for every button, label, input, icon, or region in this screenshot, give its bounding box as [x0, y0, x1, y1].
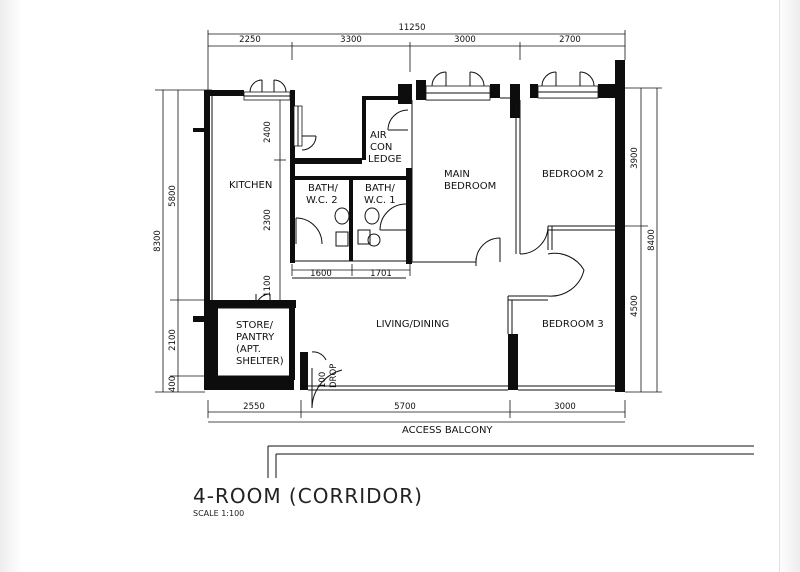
- room-label-main-line2: BEDROOM: [444, 181, 496, 192]
- top-dimension-lines: [207, 30, 626, 90]
- room-label-aircon-line2: CON: [370, 142, 392, 153]
- dim-inner-v3: 1100: [263, 275, 273, 297]
- plan-title: 4-ROOM (CORRIDOR): [193, 484, 423, 508]
- room-label-store-line1: STORE/: [236, 320, 274, 331]
- access-balcony-label: ACCESS BALCONY: [402, 425, 493, 436]
- right-dimension-lines: [625, 87, 662, 393]
- dim-top-2: 3300: [340, 35, 362, 45]
- windows: [243, 85, 599, 147]
- room-label-bedroom2: BEDROOM 2: [542, 169, 604, 180]
- sanitary-fixtures: [334, 207, 381, 247]
- sheet-edge: [779, 0, 780, 572]
- room-label-aircon-line3: LEDGE: [368, 154, 402, 165]
- partition-lines: [211, 95, 615, 391]
- dim-bottom-3: 3000: [554, 402, 576, 412]
- dim-left-bottom: 400: [168, 376, 178, 392]
- left-dimension-lines: [155, 89, 212, 393]
- dim-bottom-2: 5700: [394, 402, 416, 412]
- room-label-main-line1: MAIN: [444, 169, 470, 180]
- sheet-shadow-left: [0, 0, 22, 572]
- inner-dimension-lines: [274, 98, 411, 300]
- dim-top-3: 3000: [454, 35, 476, 45]
- dim-left-total: 8300: [153, 230, 163, 252]
- room-label-bath1-line2: W.C. 1: [364, 195, 396, 206]
- dim-top-total: 11250: [398, 23, 425, 33]
- dim-inner-v1: 2400: [263, 121, 273, 143]
- dim-top-4: 2700: [559, 35, 581, 45]
- room-label-store-line3: (APT.: [236, 344, 261, 355]
- room-label-bath2-line2: W.C. 2: [306, 195, 338, 206]
- dim-bottom-1: 2550: [243, 402, 265, 412]
- dim-right-total: 8400: [647, 229, 657, 251]
- walls: [193, 60, 625, 392]
- refuse-label-line2: DROP: [329, 364, 339, 388]
- room-label-store-line2: PANTRY: [236, 332, 275, 343]
- dim-right-upper: 3900: [630, 147, 640, 169]
- dim-left-lower: 2100: [168, 329, 178, 351]
- dim-left-upper: 5800: [168, 185, 178, 207]
- room-label-bath2-line1: BATH/: [308, 183, 339, 194]
- plan-scale: SCALE 1:100: [193, 509, 244, 518]
- room-label-aircon-line1: AIR: [370, 130, 387, 141]
- corridor-outline: [267, 445, 754, 478]
- bottom-dimension-lines: [207, 400, 626, 423]
- room-label-store-line4: SHELTER): [236, 356, 284, 367]
- dim-top-1: 2250: [239, 35, 261, 45]
- refuse-label-line1: 100: [318, 372, 328, 388]
- dim-inner-h1: 1600: [310, 269, 332, 279]
- dim-right-lower: 4500: [630, 295, 640, 317]
- door-swings: [249, 71, 595, 409]
- room-label-living: LIVING/DINING: [376, 319, 449, 330]
- room-label-kitchen: KITCHEN: [229, 180, 272, 191]
- dim-inner-v2: 2300: [263, 209, 273, 231]
- dim-inner-h2: 1701: [370, 269, 392, 279]
- room-label-bath1-line1: BATH/: [365, 183, 396, 194]
- sheet-shadow-right: [778, 0, 800, 572]
- room-label-bedroom3: BEDROOM 3: [542, 319, 604, 330]
